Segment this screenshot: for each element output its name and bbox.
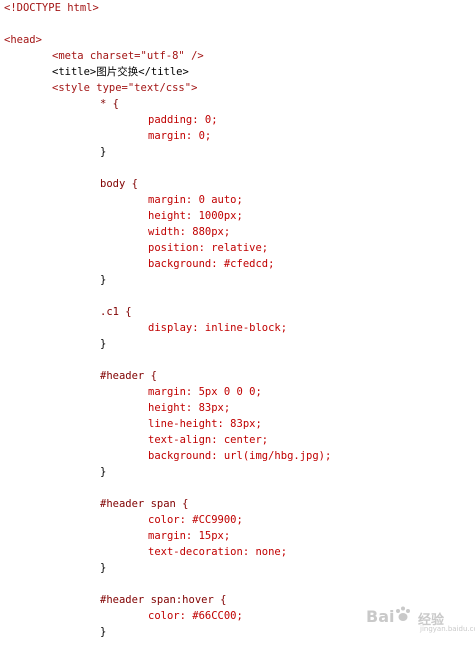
code-line-declaration: margin: 5px 0 0 0; (148, 386, 262, 398)
code-line-brace-close: } (100, 562, 107, 574)
code-line-brace-close: } (100, 626, 107, 638)
watermark-url: jingyan.baidu.com (420, 625, 475, 633)
code-line-selector-header-span-hover: #header span:hover { (100, 594, 227, 606)
code-line-selector-body: body { (100, 178, 138, 190)
code-line-selector-header: #header { (100, 370, 157, 382)
code-line-declaration: position: relative; (148, 242, 269, 254)
code-line-brace-close: } (100, 146, 107, 158)
code-line-selector-universal: * { (100, 98, 119, 110)
code-line-declaration: margin: 0 auto; (148, 194, 243, 206)
code-line-declaration: margin: 15px; (148, 530, 231, 542)
code-line-declaration: background: #cfedcd; (148, 258, 275, 270)
code-line-style-open: <style type="text/css"> (52, 82, 198, 94)
code-line-declaration: margin: 0; (148, 130, 212, 142)
code-line-brace-close: } (100, 466, 107, 478)
code-line-declaration: color: #66CC00; (148, 610, 243, 622)
code-line-declaration: padding: 0; (148, 114, 218, 126)
code-line-declaration: text-align: center; (148, 434, 269, 446)
baidu-jingyan-watermark: Bai 经验 jingyan.baidu.com (366, 603, 475, 637)
code-line-selector-header-span: #header span { (100, 498, 189, 510)
code-line-title: <title>图片交换</title> (52, 66, 189, 78)
code-line-declaration: display: inline-block; (148, 322, 288, 334)
code-line-declaration: width: 880px; (148, 226, 231, 238)
code-line-brace-close: } (100, 274, 107, 286)
code-line-declaration: background: url(img/hbg.jpg); (148, 450, 332, 462)
watermark-brand-suffix: 经验 (418, 613, 445, 628)
code-line-head-open: <head> (4, 34, 42, 46)
code-line-declaration: text-decoration: none; (148, 546, 288, 558)
code-line-selector-c1: .c1 { (100, 306, 132, 318)
paw-icon (396, 606, 410, 621)
code-line-brace-close: } (100, 338, 107, 350)
watermark-brand: Bai (366, 607, 395, 626)
code-line-declaration: color: #CC9900; (148, 514, 243, 526)
code-line-declaration: line-height: 83px; (148, 418, 262, 430)
code-line-declaration: height: 83px; (148, 402, 231, 414)
code-line-meta: <meta charset="utf-8" /> (52, 50, 204, 62)
code-line-declaration: height: 1000px; (148, 210, 243, 222)
code-line-doctype: <!DOCTYPE html> (4, 2, 99, 14)
